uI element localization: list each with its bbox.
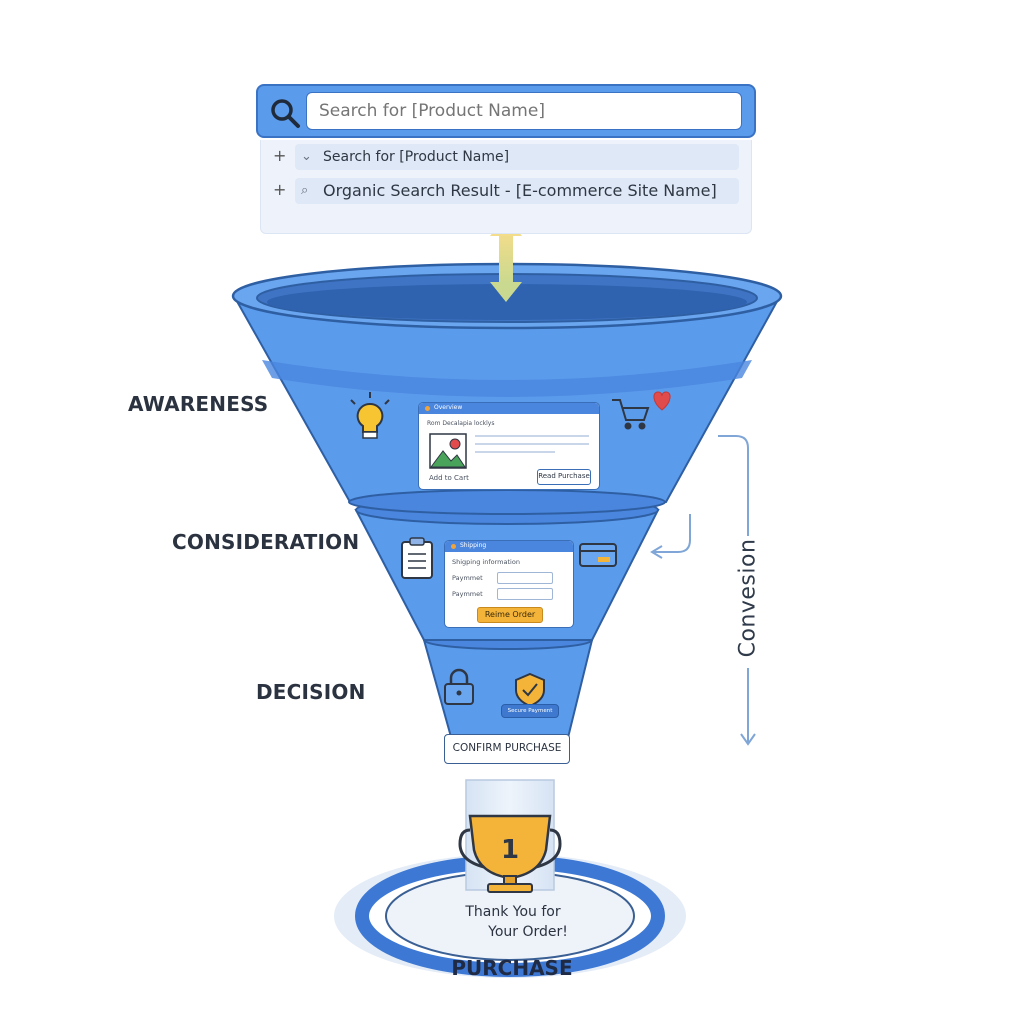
conversion-label: Convesion — [735, 538, 761, 658]
shipping-info-label: Shigping information — [452, 558, 520, 566]
stage-label-decision: DECISION — [256, 680, 366, 704]
clipboard-icon — [401, 537, 433, 579]
card-title: Overview — [434, 404, 463, 411]
payment-label: Paymmet — [452, 574, 483, 582]
add-to-cart-link[interactable]: Add to Cart — [429, 474, 469, 482]
thank-you-line: Your Order! — [488, 924, 568, 940]
trophy-icon: 1 — [458, 814, 562, 893]
expand-plus-icon[interactable]: + — [273, 180, 287, 199]
payment-label: Paymmet — [452, 590, 483, 598]
lock-icon — [444, 668, 474, 705]
funnel-section-awareness — [232, 295, 782, 515]
card-title: Shipping — [460, 542, 487, 549]
chevron-down-icon: ⌄ — [301, 149, 312, 164]
reorder-button[interactable]: Reime Order — [477, 607, 543, 623]
window-dot-icon — [451, 544, 456, 549]
shopping-cart-icon — [612, 399, 650, 430]
card-title-bar: Shipping — [445, 541, 573, 552]
suggestion-item[interactable]: ⌄ Search for [Product Name] — [295, 144, 739, 170]
search-icon: ⌕ — [301, 183, 309, 198]
consideration-return-arrow — [650, 514, 691, 559]
search-icon[interactable] — [268, 96, 302, 130]
window-dot-icon — [425, 406, 430, 411]
stage-label-purchase: PURCHASE — [451, 956, 573, 980]
text-line — [475, 443, 589, 445]
suggestion-item[interactable]: ⌕ Organic Search Result - [E-commerce Si… — [295, 178, 739, 204]
text-line — [475, 435, 589, 437]
card-subtitle: Rom Decalapia locklys — [427, 420, 495, 427]
payment-field[interactable] — [497, 588, 553, 600]
suggestion-text: Organic Search Result - [E-commerce Site… — [323, 181, 717, 200]
expand-plus-icon[interactable]: + — [273, 146, 287, 165]
card-title-bar: Overview — [419, 403, 599, 414]
purchase-platform — [334, 854, 686, 978]
checkout-form-card: Shipping Shigping information Paymmet Pa… — [444, 540, 574, 628]
product-listing-card: Overview Rom Decalapia locklys Add to Ca… — [418, 402, 600, 490]
stage-label-awareness: AWARENESS — [128, 392, 269, 416]
stage-label-consideration: CONSIDERATION — [172, 530, 360, 554]
image-icon — [429, 433, 467, 469]
lightbulb-icon — [350, 392, 390, 439]
confirm-purchase-button[interactable]: CONFIRM PURCHASE — [444, 734, 570, 764]
trophy-number: 1 — [501, 835, 519, 865]
credit-card-icon — [579, 543, 617, 567]
text-line — [475, 451, 555, 453]
search-input[interactable] — [306, 92, 742, 130]
thank-you-line: Thank You for — [465, 904, 561, 920]
search-suggestions: + ⌄ Search for [Product Name] + ⌕ Organi… — [260, 140, 752, 234]
read-purchase-button[interactable]: Read Purchase — [537, 469, 591, 485]
heart-icon — [653, 391, 671, 411]
secure-payment-button[interactable]: Secure Payment — [501, 704, 559, 718]
payment-field[interactable] — [497, 572, 553, 584]
conversion-arrow — [718, 435, 756, 746]
suggestion-text: Search for [Product Name] — [323, 149, 510, 165]
thank-you-message: Thank You for Your Order! — [418, 902, 608, 942]
search-bar — [256, 84, 756, 138]
